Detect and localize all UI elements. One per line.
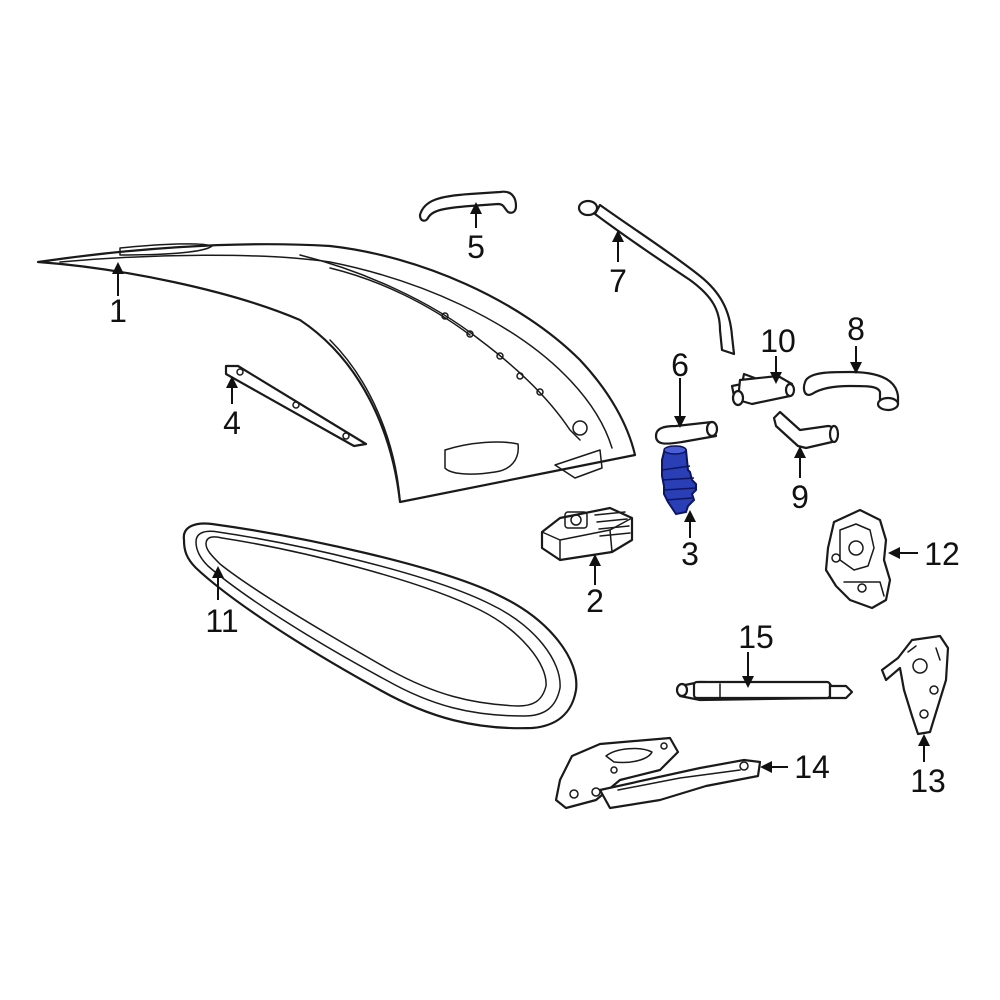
part-4-strip[interactable] <box>224 364 368 448</box>
callout-12: 12 <box>924 536 960 572</box>
callout-5: 5 <box>467 229 485 265</box>
callout-10: 10 <box>760 323 796 359</box>
callout-9: 9 <box>791 479 809 515</box>
part-7-hose[interactable] <box>577 199 736 356</box>
callout-15: 15 <box>738 619 774 655</box>
part-10-connector[interactable] <box>730 372 796 407</box>
part-15-strut[interactable] <box>675 680 854 702</box>
callout-7: 7 <box>609 263 627 299</box>
part-8-hose[interactable] <box>802 370 900 412</box>
part-3-bump-stop[interactable] <box>661 445 697 516</box>
callout-4: 4 <box>223 405 241 441</box>
part-9-hose[interactable] <box>772 410 840 450</box>
callout-11: 11 <box>205 603 238 639</box>
callout-14: 14 <box>794 749 830 785</box>
part-13-bracket[interactable] <box>880 634 950 736</box>
callout-13: 13 <box>910 763 946 799</box>
part-2-module[interactable] <box>540 506 634 562</box>
part-1-trunk-lid[interactable] <box>36 243 637 504</box>
part-5-hose[interactable] <box>418 190 518 222</box>
callout-labels: 1 2 3 4 5 6 7 8 9 10 11 12 13 14 15 <box>109 229 960 799</box>
part-14-hinge[interactable] <box>554 736 762 810</box>
part-11-seal[interactable] <box>182 522 578 730</box>
part-12-latch[interactable] <box>824 508 892 610</box>
callout-3: 3 <box>681 536 699 572</box>
callout-6: 6 <box>671 347 689 383</box>
callout-2: 2 <box>586 583 604 619</box>
part-6-fitting[interactable] <box>654 420 719 445</box>
callout-1: 1 <box>109 293 127 329</box>
leader-lines <box>112 202 930 773</box>
callout-8: 8 <box>847 311 865 347</box>
